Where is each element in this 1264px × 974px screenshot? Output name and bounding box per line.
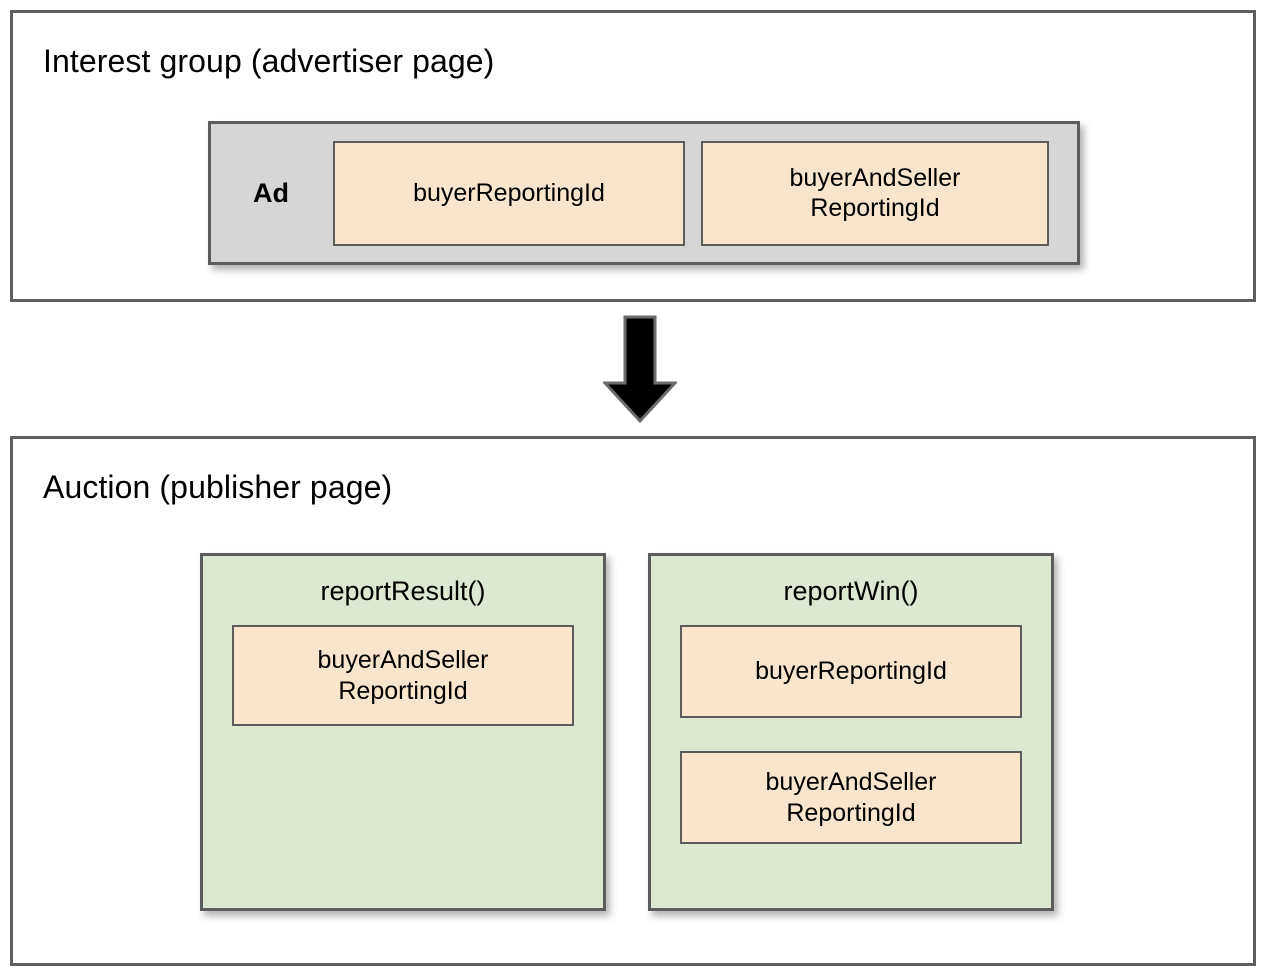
reporting-id-label-line1: buyerAndSeller (317, 646, 489, 674)
ad-container: Ad buyerReportingId buyerAndSeller Repor… (208, 121, 1080, 265)
function-name-report-win: reportWin() (783, 576, 919, 606)
reporting-id-label-line2: ReportingId (338, 676, 468, 705)
section-interest-group: Interest group (advertiser page) Ad buye… (10, 10, 1256, 302)
flow-arrow (603, 315, 677, 424)
reporting-id-box-buyer-reporting-id: buyerReportingId (680, 625, 1022, 718)
function-box-report-result: reportResult() buyerAndSeller ReportingI… (200, 553, 606, 911)
function-box-report-win: reportWin() buyerReportingId buyerAndSel… (648, 553, 1054, 911)
reporting-id-label: buyerAndSeller ReportingId (766, 767, 937, 828)
ad-label: Ad (253, 177, 289, 208)
arrow-down-icon (603, 315, 677, 424)
reporting-id-box-buyer-and-seller-reporting-id: buyerAndSeller ReportingId (701, 140, 1049, 246)
section-interest-group-title: Interest group (advertiser page) (43, 43, 495, 79)
reporting-id-box-buyer-and-seller-reporting-id: buyerAndSeller ReportingId (232, 625, 574, 726)
reporting-id-box-buyer-and-seller-reporting-id: buyerAndSeller ReportingId (680, 751, 1022, 844)
reporting-id-label: buyerReportingId (755, 657, 947, 686)
reporting-id-label-line2: ReportingId (810, 194, 940, 222)
reporting-id-box-buyer-reporting-id: buyerReportingId (333, 140, 685, 246)
reporting-id-label: buyerAndSeller ReportingId (318, 645, 489, 706)
reporting-id-label-line2: ReportingId (786, 798, 916, 827)
function-name-report-result: reportResult() (320, 576, 486, 606)
reporting-id-label: buyerReportingId (413, 178, 605, 207)
reporting-id-label-line1: buyerAndSeller (789, 163, 961, 192)
reporting-id-label-line1: buyerAndSeller (765, 768, 937, 796)
section-auction-title: Auction (publisher page) (43, 469, 393, 505)
reporting-id-label: buyerAndSeller ReportingId (790, 163, 961, 224)
section-auction: Auction (publisher page) (10, 436, 1256, 966)
